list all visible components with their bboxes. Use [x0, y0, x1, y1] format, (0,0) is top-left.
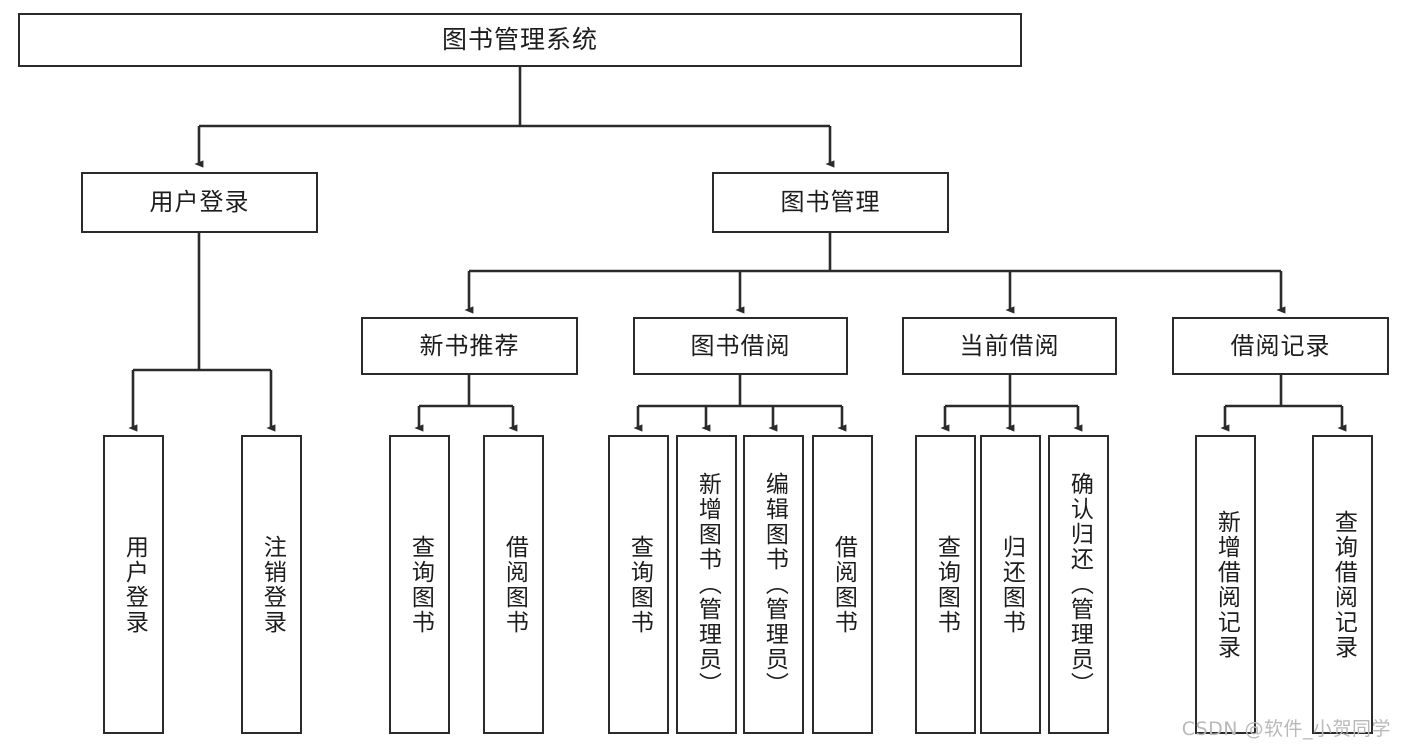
node-new-book-recommend[interactable]: 新书推荐	[361, 317, 578, 375]
node-new-book-recommend-label: 新书推荐	[419, 331, 520, 360]
leaf-label: 用户登录	[121, 534, 148, 635]
leaf-borrow-borrow-book[interactable]: 借阅图书	[812, 435, 873, 734]
node-user-login[interactable]: 用户登录	[81, 172, 318, 233]
node-current-borrow[interactable]: 当前借阅	[902, 317, 1117, 375]
node-book-borrow[interactable]: 图书借阅	[633, 317, 848, 375]
leaf-label: 注销登录	[259, 534, 286, 635]
leaf-borrow-edit-book-admin[interactable]: 编辑图书（管理员）	[743, 435, 804, 734]
leaf-label: 归还图书	[998, 534, 1025, 635]
leaf-recommend-query-book[interactable]: 查询图书	[389, 435, 450, 734]
node-root-label: 图书管理系统	[441, 25, 598, 54]
leaf-user-login-signin[interactable]: 用户登录	[103, 435, 164, 734]
leaf-current-query-book[interactable]: 查询图书	[915, 435, 976, 734]
leaf-label: 借阅图书	[830, 534, 857, 635]
leaf-label: 确认归还（管理员）	[1066, 472, 1093, 697]
leaf-records-query-record[interactable]: 查询借阅记录	[1312, 435, 1373, 734]
node-book-management-label: 图书管理	[780, 188, 881, 217]
leaf-label: 查询图书	[626, 534, 653, 635]
leaf-user-login-signout[interactable]: 注销登录	[241, 435, 302, 734]
node-book-borrow-label: 图书借阅	[690, 331, 791, 360]
watermark-text: CSDN @软件_小贺同学	[1181, 718, 1391, 740]
leaf-label: 编辑图书（管理员）	[761, 472, 788, 697]
leaf-borrow-add-book-admin[interactable]: 新增图书（管理员）	[676, 435, 737, 734]
leaf-label: 查询借阅记录	[1330, 509, 1357, 660]
leaf-label: 查询图书	[407, 534, 434, 635]
leaf-borrow-query-book[interactable]: 查询图书	[608, 435, 669, 734]
node-book-management[interactable]: 图书管理	[712, 172, 949, 233]
leaf-label: 查询图书	[933, 534, 960, 635]
leaf-label: 新增借阅记录	[1213, 509, 1240, 660]
node-borrow-records[interactable]: 借阅记录	[1172, 317, 1389, 375]
leaf-label: 借阅图书	[501, 534, 528, 635]
node-borrow-records-label: 借阅记录	[1230, 331, 1331, 360]
node-current-borrow-label: 当前借阅	[959, 331, 1060, 360]
leaf-label: 新增图书（管理员）	[694, 472, 721, 697]
node-root-book-management-system[interactable]: 图书管理系统	[18, 13, 1022, 67]
leaf-recommend-borrow-book[interactable]: 借阅图书	[483, 435, 544, 734]
leaf-records-add-record[interactable]: 新增借阅记录	[1195, 435, 1256, 734]
leaf-current-return-book[interactable]: 归还图书	[980, 435, 1041, 734]
leaf-current-confirm-return-admin[interactable]: 确认归还（管理员）	[1048, 435, 1109, 734]
node-user-login-label: 用户登录	[149, 188, 250, 217]
